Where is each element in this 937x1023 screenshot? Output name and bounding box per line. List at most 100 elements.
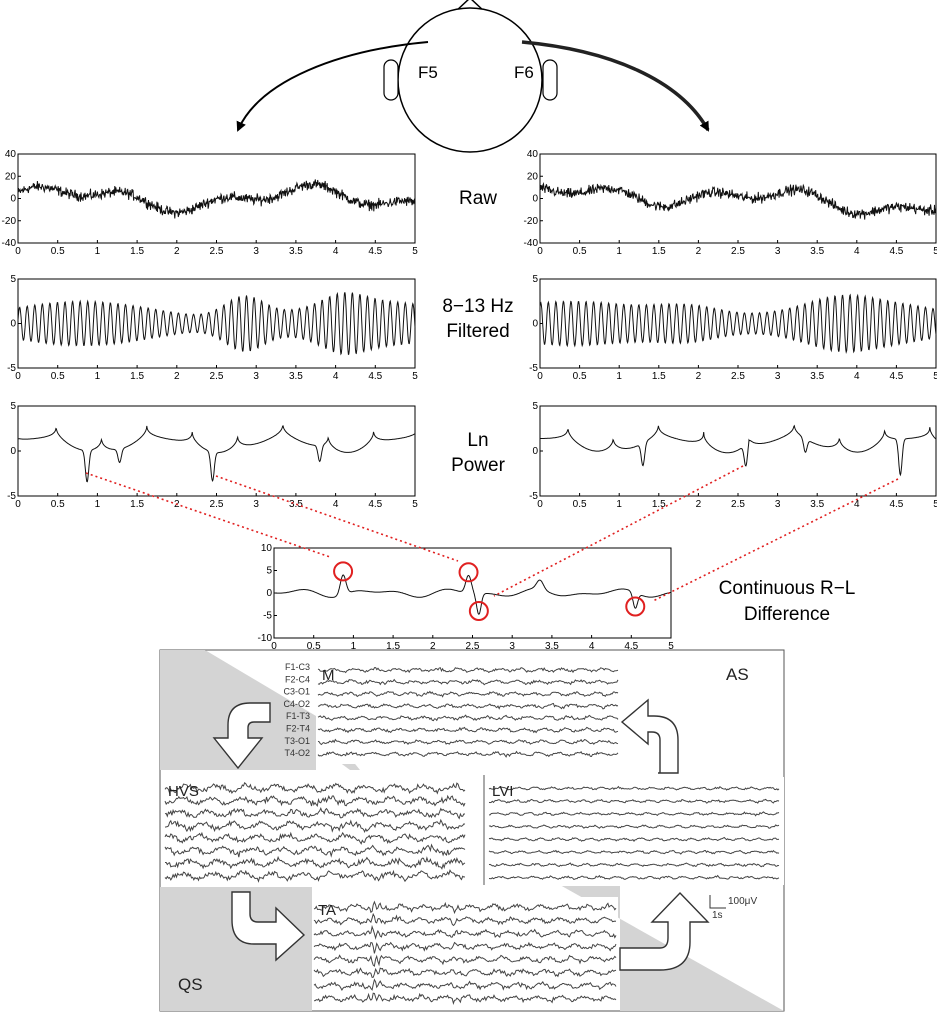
x-tick-label: 1 — [616, 499, 622, 510]
eeg-channel-trace — [317, 750, 619, 758]
x-tick-label: 0 — [537, 371, 543, 382]
x-tick-label: 5 — [933, 371, 937, 382]
x-tick-label: 0 — [537, 246, 543, 257]
x-tick-label: 2 — [174, 371, 180, 382]
row-label-raw: Raw — [459, 188, 497, 209]
x-tick-label: 5 — [933, 246, 937, 257]
trace-line — [17, 179, 416, 219]
channel-label: T4-O2 — [284, 748, 310, 758]
x-tick-label: 0.5 — [51, 246, 65, 257]
eeg-channel-trace — [164, 869, 466, 883]
trace-line — [274, 574, 672, 615]
x-tick-label: 0.5 — [573, 371, 587, 382]
highlight-circle — [468, 601, 489, 621]
x-tick-label: 3.5 — [810, 246, 824, 257]
trace-line — [539, 293, 937, 355]
y-tick-label: 0 — [532, 446, 538, 457]
eeg-channel-trace — [164, 831, 466, 845]
channel-label: C4-O2 — [283, 699, 310, 709]
x-tick-label: 1.5 — [130, 499, 144, 510]
x-tick-label: 5 — [933, 499, 937, 510]
arrow-ta-to-lvi-icon — [619, 891, 710, 971]
y-tick-label: 40 — [527, 149, 539, 160]
x-tick-label: 4 — [589, 641, 595, 652]
x-tick-label: 0.5 — [307, 641, 321, 652]
state-ta-label: TA — [318, 902, 336, 919]
y-tick-label: 5 — [10, 401, 16, 412]
eeg-channel-trace — [317, 678, 619, 686]
shade-bottom-left — [160, 887, 312, 1011]
x-tick-label: 2 — [696, 371, 702, 382]
left-arrow — [236, 41, 429, 132]
trace-line — [17, 425, 416, 483]
y-tick-label: 0 — [532, 194, 538, 205]
right-ear-icon — [542, 59, 558, 101]
eeg-channel-trace — [165, 855, 466, 870]
scale-bar: 100μV 1s — [709, 895, 757, 921]
x-tick-label: 1 — [351, 641, 357, 652]
eeg-channel-trace — [164, 818, 466, 834]
x-tick-label: 3.5 — [289, 246, 303, 257]
x-tick-label: 2.5 — [731, 371, 745, 382]
eeg-channel-trace — [317, 667, 619, 674]
right-arrow — [521, 40, 710, 132]
y-tick-label: 5 — [266, 566, 272, 577]
channel-label: C3-O1 — [283, 687, 310, 697]
x-tick-label: 1.5 — [130, 371, 144, 382]
x-tick-label: 0 — [271, 641, 277, 652]
x-tick-label: 3 — [253, 246, 259, 257]
x-tick-label: 0 — [15, 246, 21, 257]
x-tick-label: 0 — [15, 371, 21, 382]
x-tick-label: 1.5 — [652, 371, 666, 382]
x-tick-label: 1.5 — [386, 641, 400, 652]
x-tick-label: 4 — [854, 371, 860, 382]
arrow-as-to-m-icon — [620, 698, 679, 774]
panel-ta — [312, 897, 618, 1007]
y-tick-label: -40 — [524, 238, 539, 249]
x-tick-label: 4 — [854, 499, 860, 510]
row-label-power-2: Power — [451, 455, 506, 476]
x-tick-label: 3 — [775, 371, 781, 382]
row-label-filtered-1: 8−13 Hz — [442, 296, 513, 317]
eeg-channel-trace — [317, 726, 619, 734]
x-tick-label: 4.5 — [368, 371, 382, 382]
plot-frame — [273, 547, 672, 639]
x-tick-label: 2.5 — [210, 499, 224, 510]
y-tick-label: 40 — [5, 149, 17, 160]
eeg-trace-panels — [164, 667, 780, 1005]
divider-white — [468, 775, 484, 885]
x-tick-label: 2.5 — [210, 246, 224, 257]
eeg-channel-trace — [317, 690, 619, 698]
x-tick-label: 3.5 — [810, 499, 824, 510]
panel-m — [316, 660, 620, 764]
eeg-channel-trace — [313, 954, 617, 968]
left-ear-icon — [383, 59, 399, 101]
x-tick-label: 1 — [95, 499, 101, 510]
x-tick-label: 1.5 — [652, 246, 666, 257]
x-tick-label: 4.5 — [624, 641, 638, 652]
eeg-channel-trace — [488, 824, 780, 829]
eeg-channel-trace — [313, 941, 617, 954]
x-tick-label: 4.5 — [368, 499, 382, 510]
eeg-channel-trace — [488, 874, 780, 880]
y-tick-label: -5 — [529, 363, 538, 374]
y-tick-label: 5 — [10, 274, 16, 285]
electrode-f5-label: F5 — [418, 63, 438, 82]
x-tick-label: 0.5 — [51, 371, 65, 382]
y-tick-label: 5 — [532, 401, 538, 412]
eeg-channel-trace — [488, 849, 780, 855]
x-tick-label: 0.5 — [573, 499, 587, 510]
y-tick-label: -5 — [263, 611, 272, 622]
x-tick-label: 2 — [696, 246, 702, 257]
x-tick-label: 3.5 — [810, 371, 824, 382]
x-tick-label: 1.5 — [130, 246, 144, 257]
x-tick-label: 1 — [616, 371, 622, 382]
row-label-filtered-2: Filtered — [446, 321, 509, 342]
x-tick-label: 3 — [775, 246, 781, 257]
state-m-label: M — [322, 667, 335, 684]
x-tick-label: 2.5 — [731, 246, 745, 257]
trace-line — [539, 182, 937, 220]
x-tick-label: 5 — [412, 371, 418, 382]
